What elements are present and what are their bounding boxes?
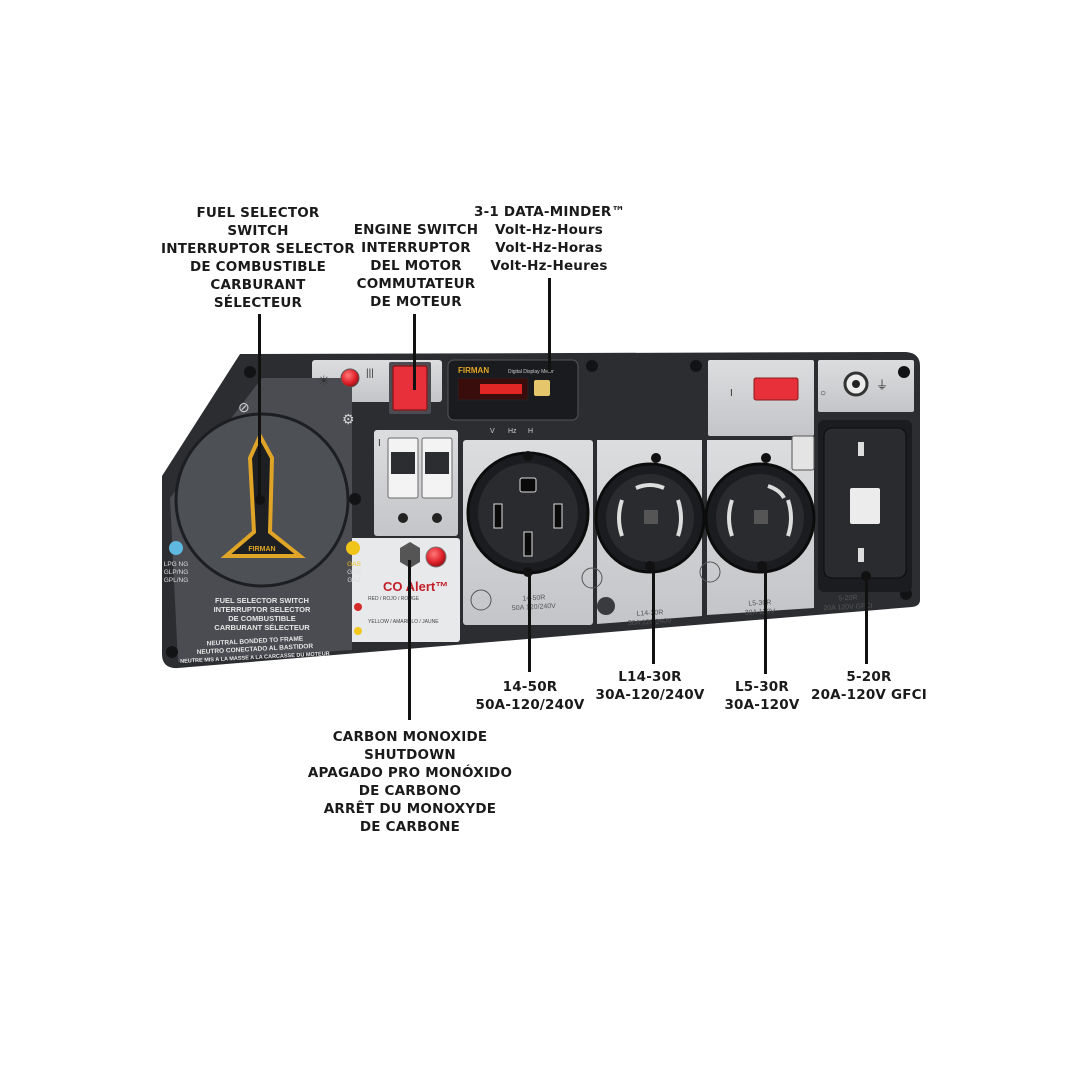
engine-icon: ⚙ (342, 411, 355, 427)
outlet-l1430r-slot (635, 483, 665, 490)
outlet-l530r-ground (754, 510, 768, 524)
co-yellow-indicator (354, 627, 362, 635)
outlet-520r-small-rating: 20A 120V GFCI (823, 603, 872, 613)
co-red-indicator (354, 603, 362, 611)
breaker-right-toggle[interactable] (425, 452, 449, 474)
outlet-520r-slot (858, 442, 864, 456)
co-shutdown-callout: CARBON MONOXIDE SHUTDOWN APAGADO PRO MON… (307, 729, 513, 835)
lamp-icon: ☀ (318, 373, 330, 388)
outlet-l1430r-small-label: L14-30R (636, 609, 663, 617)
lpg-label-fr: GPL/NG (164, 577, 189, 584)
outlet-l1430r-small-rating: 30A 120/240V (628, 618, 673, 627)
breaker-screw (398, 513, 408, 523)
auxiliary-switch[interactable] (753, 377, 799, 401)
lpg-label-es: GLP/NG (164, 569, 189, 576)
ground-icon (597, 597, 615, 615)
gas-label-fr: GAZ (347, 577, 360, 584)
switch-mark: I (730, 388, 733, 399)
meter-subtitle: Digital Display Meter (508, 369, 554, 375)
choke-icon: ||| (366, 368, 374, 379)
outlet-l1430r-callout: L14-30R 30A-120/240V (595, 669, 705, 703)
aux-connector-pin (852, 380, 860, 388)
meter-key-hz: Hz (508, 428, 517, 435)
outlet-1450r-slot (523, 531, 533, 557)
co-alert-subpanel (320, 538, 460, 642)
fuel-switch-label-1: FUEL SELECTOR SWITCH (215, 596, 309, 605)
outlet-l1430r-slot (676, 499, 683, 537)
co-red-label: RED / ROJO / ROUGE (368, 596, 420, 602)
gas-icon (346, 541, 360, 555)
gas-label: GAS (347, 561, 361, 568)
meter-key-h: H (528, 428, 533, 435)
breaker-on-mark: I (378, 438, 381, 449)
outlet-1450r-face (478, 463, 578, 563)
outlet-520r-slot (858, 548, 864, 562)
lpg-icon (169, 541, 183, 555)
co-shutdown-leader (408, 560, 411, 720)
fuel-switch-label-4: CARBURANT SÉLECTEUR (214, 623, 310, 632)
meter-brand: FIRMAN (458, 366, 489, 375)
fuel-switch-label-2: INTERRUPTOR SELECTOR (214, 605, 311, 614)
gfci-test-button[interactable] (791, 435, 815, 471)
data-minder-leader (548, 278, 551, 372)
outlet-l530r-slot (786, 499, 793, 537)
co-alert-light (425, 546, 447, 568)
meter-button[interactable] (534, 380, 550, 396)
outlet-1450r-leader (528, 574, 531, 672)
outlet-l1430r-diagram-icon (581, 567, 603, 589)
gfci-buttons[interactable] (850, 488, 880, 524)
outlet-l530r-callout: L5-30R 30A-120V (724, 679, 800, 713)
engine-switch-leader (413, 314, 416, 390)
fuel-switch-label-3: DE COMBUSTIBLE (228, 614, 296, 623)
outlet-1450r-slot (519, 477, 537, 493)
breaker-screw (432, 513, 442, 523)
engine-switch-callout: ENGINE SWITCH INTERRUPTOR DEL MOTOR COMM… (353, 222, 479, 310)
outlet-l530r-leader (764, 566, 767, 674)
breaker-left-toggle[interactable] (391, 452, 415, 474)
outlet-1450r-diagram-icon (470, 589, 492, 611)
fuel-switch-icon: ⊘ (238, 399, 250, 415)
outlet-520r-small-label: 5-20R (838, 595, 857, 603)
co-alert-icon (400, 542, 420, 568)
switch-off-mark: ○ (820, 388, 826, 399)
gas-label-es: GAS (347, 569, 361, 576)
outlet-1450r-callout: 14-50R 50A-120/240V (475, 679, 585, 713)
lpg-label: LPG NG (164, 561, 189, 568)
outlet-l1430r-slot (617, 499, 624, 537)
outlet-l530r-diagram-icon (699, 561, 721, 583)
aux-icon: ⏚ (876, 378, 888, 392)
co-yellow-label: YELLOW / AMARILLO / JAUNE (368, 619, 439, 625)
outlet-1450r-slot (493, 503, 503, 529)
meter-key-v: V (490, 428, 495, 435)
outlet-1450r-slot (553, 503, 563, 529)
outlet-screw (651, 453, 661, 463)
fuel-selector-leader (258, 314, 261, 504)
outlet-l530r-slot (767, 484, 786, 499)
outlet-l1430r-leader (652, 566, 655, 664)
outlet-l530r-small-rating: 30A 120V (745, 608, 776, 617)
outlet-1450r-small-rating: 50A 120/240V (512, 603, 557, 612)
outlet-screw (761, 453, 771, 463)
knob-brand-text: FIRMAN (248, 546, 275, 553)
outlet-screw (523, 451, 533, 461)
outlet-520r-leader (865, 576, 868, 664)
fuel-selector-callout: FUEL SELECTOR SWITCH INTERRUPTOR SELECTO… (161, 205, 355, 311)
outlet-l1430r-ground (644, 510, 658, 524)
outlet-1450r-small-label: 14-50R (522, 594, 545, 602)
oil-warning-light (340, 368, 360, 388)
meter-digits (480, 384, 522, 394)
outlet-l530r-small-label: L5-30R (748, 599, 771, 607)
data-minder-callout: 3-1 DATA-MINDER™ Volt-Hz-Hours Volt-Hz-H… (474, 204, 626, 274)
engine-switch[interactable] (392, 365, 428, 411)
outlet-520r-callout: 5-20R 20A-120V GFCI (811, 669, 927, 703)
co-alert-logo: CO Alert™ (383, 579, 448, 594)
outlet-l530r-slot (727, 499, 734, 537)
